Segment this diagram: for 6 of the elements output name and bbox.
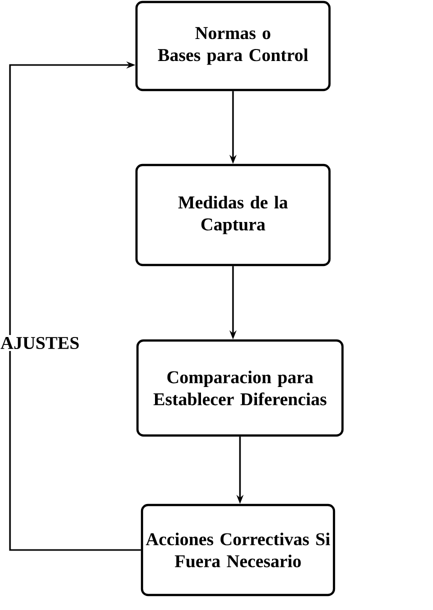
process-box: Normas o Bases para Control — [135, 0, 331, 92]
process-box: Acciones Correctivas Si Fuera Necesario — [140, 504, 336, 596]
process-box: Comparacion para Establecer Diferencias — [136, 339, 344, 437]
edge-label: AJUSTES — [0, 334, 82, 352]
arrow — [9, 61, 141, 551]
process-box: Medidas de la Captura — [135, 164, 331, 266]
